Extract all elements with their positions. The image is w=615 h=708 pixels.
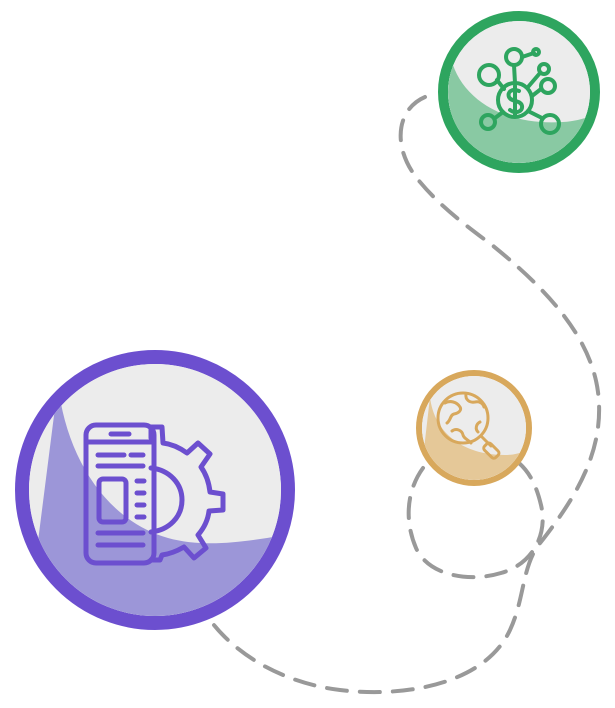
money-network-node	[438, 11, 600, 173]
mobile-settings-node	[15, 350, 295, 630]
mobile-settings-icon	[83, 422, 226, 566]
money-network-icon	[477, 47, 561, 135]
global-search-node	[416, 370, 532, 486]
dashed-connector-loop	[406, 461, 545, 580]
dashed-connector-group	[208, 95, 602, 695]
dashed-connector-main	[208, 95, 602, 695]
globe-search-icon	[436, 391, 501, 460]
